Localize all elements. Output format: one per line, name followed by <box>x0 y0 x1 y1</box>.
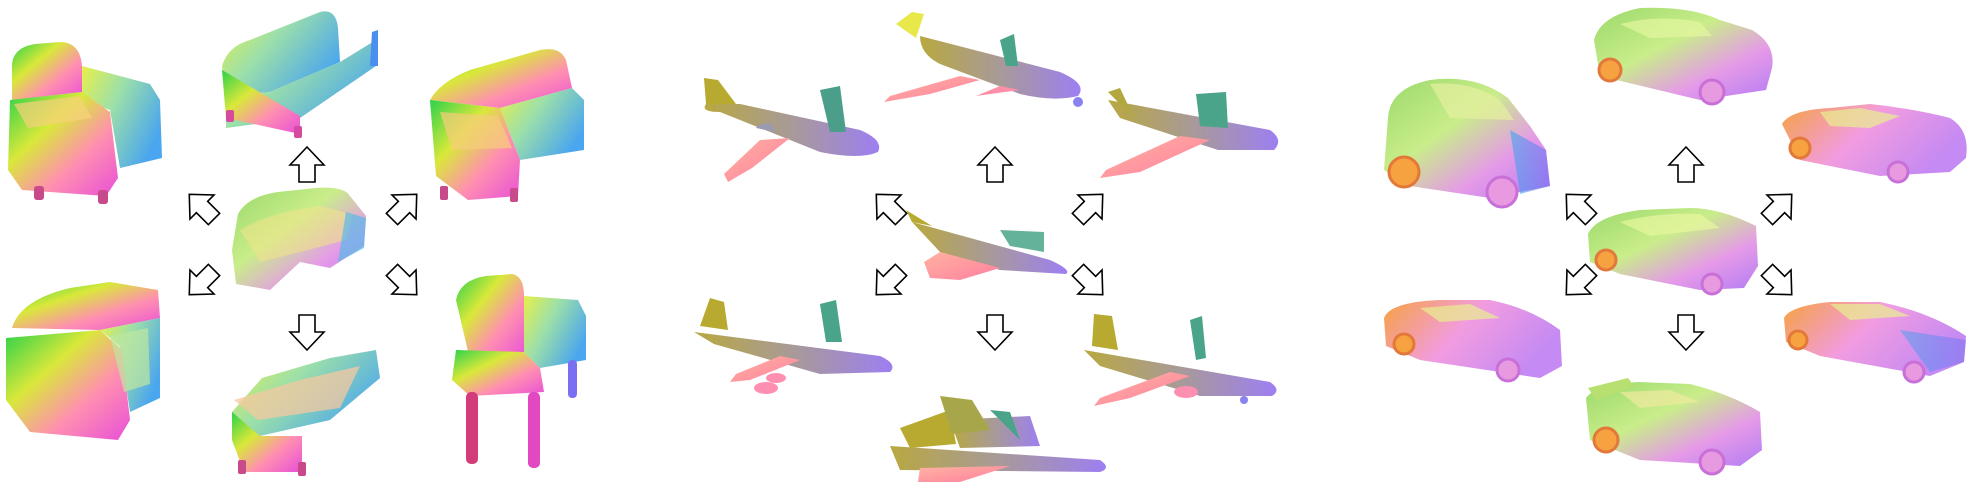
arrow-up-icon <box>1668 146 1704 183</box>
tall-chair-shape <box>452 274 586 468</box>
arrow-down-right-icon <box>379 257 430 308</box>
arrow-down-right-icon <box>1065 257 1116 308</box>
arrow-up-left-icon <box>176 181 227 232</box>
airplane-group <box>694 12 1279 482</box>
arrow-down-left-icon <box>1553 257 1604 308</box>
low-couch-shape <box>232 350 380 476</box>
arrow-down-icon <box>1668 314 1704 351</box>
arrow-down-left-icon <box>176 257 227 308</box>
wide-sofa-shape <box>6 282 160 440</box>
arrow-down-icon <box>289 314 325 351</box>
coupe-shape <box>1384 300 1562 383</box>
compact-car-shape <box>1384 78 1550 209</box>
airliner-shape <box>694 298 893 394</box>
long-sofa-shape <box>430 49 584 202</box>
arrow-down-right-icon <box>1754 257 1805 308</box>
fighter-jet-shape <box>890 396 1106 482</box>
armchair-shape <box>8 42 162 204</box>
sports-car-shape <box>1782 104 1967 184</box>
arrow-up-right-icon <box>1065 181 1116 232</box>
delta-jet-seed <box>906 210 1068 280</box>
race-car-shape <box>1586 378 1762 476</box>
curved-sofa-seed <box>232 187 366 290</box>
arrow-up-right-icon <box>379 181 430 232</box>
station-wagon-shape <box>1784 302 1966 384</box>
hatchback-shape <box>1594 7 1773 106</box>
sedan-seed <box>1588 208 1758 296</box>
arrow-up-icon <box>289 146 325 183</box>
cargo-plane-shape <box>1100 88 1279 178</box>
passenger-jet-shape <box>1084 314 1277 406</box>
arrow-up-left-icon <box>1553 181 1604 232</box>
sofa-group <box>6 11 586 476</box>
car-group <box>1384 7 1967 476</box>
loveseat-shape <box>222 11 378 138</box>
arrow-up-left-icon <box>863 181 914 232</box>
business-jet-shape <box>704 78 880 182</box>
arrow-up-icon <box>977 146 1013 183</box>
regional-jet-shape <box>884 12 1083 107</box>
arrow-down-icon <box>977 314 1013 351</box>
arrow-up-right-icon <box>1754 181 1805 232</box>
arrow-down-left-icon <box>863 257 914 308</box>
